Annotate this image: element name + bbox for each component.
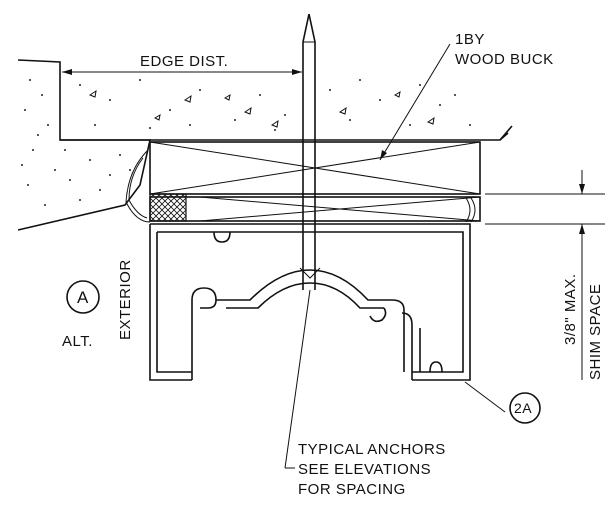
concrete-wall	[17, 59, 513, 231]
window-frame-section	[149, 223, 471, 381]
shim-dimension: 3/8" MAX. SHIM SPACE	[485, 170, 605, 380]
exterior-label: EXTERIOR	[117, 259, 134, 340]
typical-anchor	[302, 13, 316, 290]
anchor-note-line2: SEE ELEVATIONS	[298, 461, 431, 478]
buck-label-line2: WOOD BUCK	[455, 51, 554, 68]
wood-buck-leader: 1BY WOOD BUCK	[379, 31, 554, 161]
edge-distance-dimension: EDGE DIST.	[62, 53, 302, 75]
anchor-note: TYPICAL ANCHORS SEE ELEVATIONS FOR SPACI…	[284, 289, 446, 498]
anchor-note-line3: FOR SPACING	[298, 481, 406, 498]
callout-2a-label: 2A	[514, 400, 532, 416]
alt-label: ALT.	[62, 333, 93, 350]
shim-space-label: SHIM SPACE	[587, 284, 604, 380]
backer-rod	[149, 193, 187, 222]
callout-2a: 2A	[464, 381, 541, 424]
callout-a: A ALT.	[62, 280, 100, 350]
buck-label-line1: 1BY	[455, 31, 485, 48]
edge-distance-label: EDGE DIST.	[140, 53, 228, 70]
callout-a-label: A	[77, 288, 89, 307]
shim-max-label: 3/8" MAX.	[562, 273, 579, 345]
anchor-note-line1: TYPICAL ANCHORS	[298, 441, 446, 458]
